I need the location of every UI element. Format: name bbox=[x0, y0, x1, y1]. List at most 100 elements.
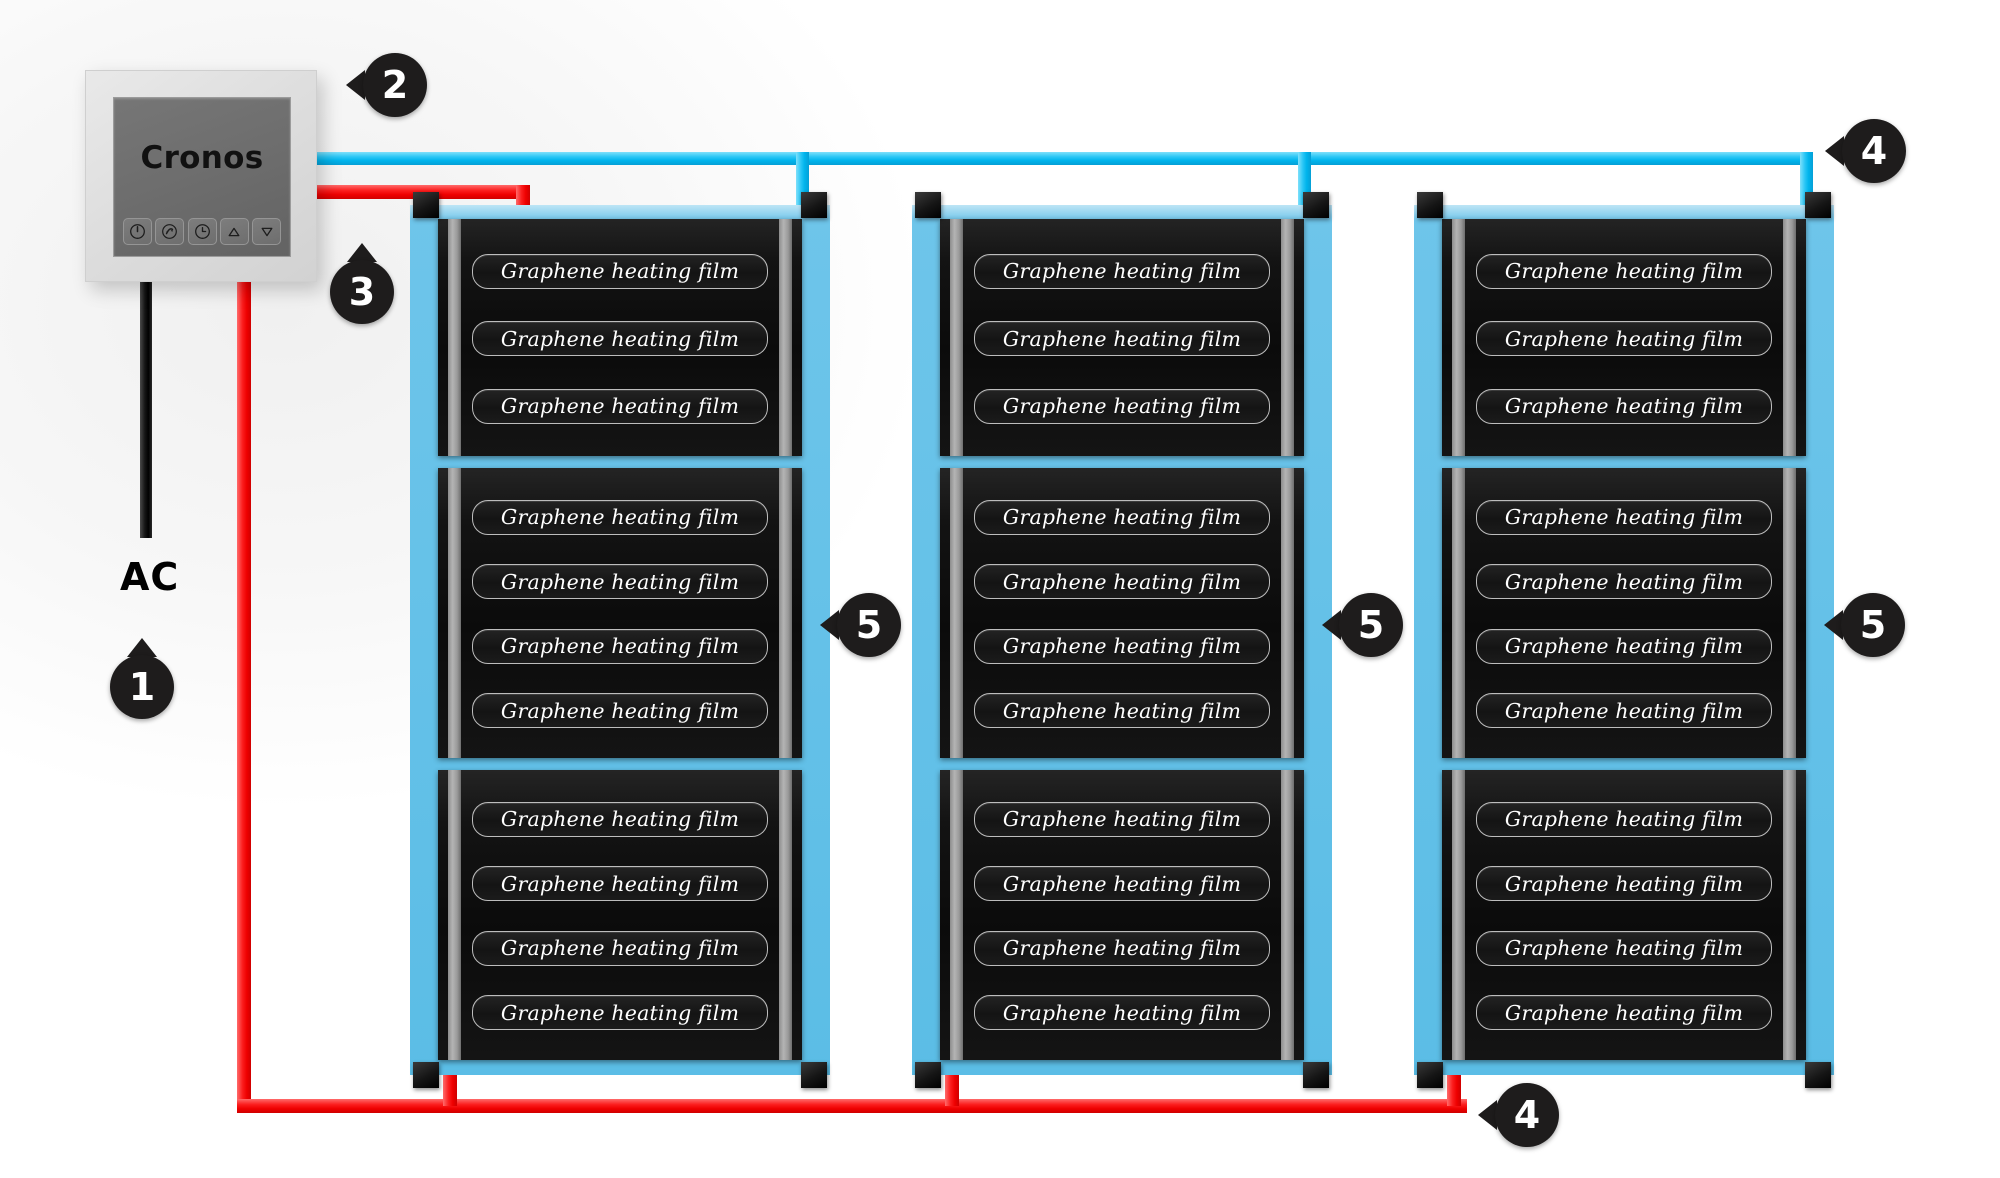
graphene-heating-film: Graphene heating film bbox=[974, 388, 1270, 424]
film-label: Graphene heating film bbox=[500, 698, 740, 723]
film-label: Graphene heating film bbox=[1504, 505, 1744, 530]
graphene-heating-film: Graphene heating film bbox=[472, 801, 768, 837]
terminal-bottom-left bbox=[413, 1062, 439, 1088]
marker-pointer-icon bbox=[820, 610, 839, 640]
terminal-top-left bbox=[915, 192, 941, 218]
ac-supply-label: AC bbox=[120, 555, 180, 599]
increase-button[interactable] bbox=[219, 218, 249, 245]
graphene-heating-film: Graphene heating film bbox=[472, 499, 768, 535]
marker-number: 1 bbox=[128, 665, 156, 709]
red-wire-bottom-horizontal bbox=[237, 1099, 1467, 1113]
terminal-bottom-right bbox=[801, 1062, 827, 1088]
film-label: Graphene heating film bbox=[1002, 807, 1242, 832]
bus-bar-left bbox=[950, 770, 963, 1060]
film-label: Graphene heating film bbox=[500, 871, 740, 896]
film-label: Graphene heating film bbox=[500, 634, 740, 659]
callout-marker-5-b: 5 bbox=[1322, 593, 1403, 657]
film-label: Graphene heating film bbox=[500, 807, 740, 832]
callout-marker-4-bottom: 4 bbox=[1478, 1083, 1559, 1147]
film-label: Graphene heating film bbox=[500, 936, 740, 961]
marker-pointer-icon bbox=[1825, 136, 1844, 166]
film-label: Graphene heating film bbox=[1504, 871, 1744, 896]
bus-bar-right bbox=[779, 468, 792, 758]
terminal-top-left bbox=[413, 192, 439, 218]
bus-bar-left bbox=[448, 219, 461, 456]
callout-marker-1: 1 bbox=[110, 638, 174, 719]
film-label: Graphene heating film bbox=[1504, 569, 1744, 594]
terminal-top-right bbox=[801, 192, 827, 218]
bus-bar-right bbox=[1281, 468, 1294, 758]
graphene-heating-film: Graphene heating film bbox=[1476, 321, 1772, 356]
marker-pointer-icon bbox=[1322, 610, 1341, 640]
graphene-heating-film: Graphene heating film bbox=[974, 499, 1270, 535]
graphene-heating-film: Graphene heating film bbox=[472, 693, 768, 729]
bus-bar-right bbox=[1281, 770, 1294, 1060]
graphene-heating-film: Graphene heating film bbox=[974, 564, 1270, 600]
bus-bar-right bbox=[1783, 770, 1796, 1060]
cycle-icon bbox=[161, 223, 178, 240]
marker-number: 5 bbox=[1859, 603, 1887, 647]
mode-button[interactable] bbox=[155, 218, 185, 245]
timer-button[interactable] bbox=[187, 218, 217, 245]
callout-marker-2: 2 bbox=[346, 53, 427, 117]
thermostat-brand-label: Cronos bbox=[140, 140, 264, 176]
black-ac-cable bbox=[140, 278, 152, 538]
terminal-top-left bbox=[1417, 192, 1443, 218]
bus-bar-left bbox=[1452, 770, 1465, 1060]
callout-marker-5-c: 5 bbox=[1824, 593, 1905, 657]
graphene-heating-film: Graphene heating film bbox=[472, 628, 768, 664]
graphene-heating-film: Graphene heating film bbox=[1476, 253, 1772, 289]
film-label: Graphene heating film bbox=[1002, 634, 1242, 659]
callout-marker-4-top: 4 bbox=[1825, 119, 1906, 183]
callout-marker-3: 3 bbox=[330, 243, 394, 324]
bus-bar-right bbox=[1783, 219, 1796, 456]
graphene-heating-film: Graphene heating film bbox=[974, 866, 1270, 902]
callout-marker-5-a: 5 bbox=[820, 593, 901, 657]
film-label: Graphene heating film bbox=[1002, 936, 1242, 961]
marker-number: 2 bbox=[381, 63, 409, 107]
terminal-top-right bbox=[1805, 192, 1831, 218]
terminal-bottom-right bbox=[1805, 1062, 1831, 1088]
graphene-heating-film: Graphene heating film bbox=[472, 564, 768, 600]
marker-pointer-icon bbox=[346, 70, 365, 100]
graphene-heating-film: Graphene heating film bbox=[472, 866, 768, 902]
bus-bar-left bbox=[448, 468, 461, 758]
film-label: Graphene heating film bbox=[1002, 259, 1242, 283]
graphene-heating-film: Graphene heating film bbox=[472, 995, 768, 1031]
graphene-heating-film: Graphene heating film bbox=[1476, 499, 1772, 535]
graphene-heating-film: Graphene heating film bbox=[974, 995, 1270, 1031]
film-label: Graphene heating film bbox=[1002, 698, 1242, 723]
bus-bar-left bbox=[1452, 219, 1465, 456]
marker-number: 5 bbox=[1357, 603, 1385, 647]
bus-bar-left bbox=[1452, 468, 1465, 758]
graphene-heating-film: Graphene heating film bbox=[1476, 995, 1772, 1031]
bus-bar-right bbox=[779, 219, 792, 456]
graphene-heating-film: Graphene heating film bbox=[472, 388, 768, 424]
bus-bar-left bbox=[950, 468, 963, 758]
terminal-bottom-left bbox=[1417, 1062, 1443, 1088]
terminal-top-right bbox=[1303, 192, 1329, 218]
graphene-heating-film: Graphene heating film bbox=[1476, 930, 1772, 966]
decrease-button[interactable] bbox=[252, 218, 281, 245]
thermostat-cronos[interactable]: Cronos bbox=[85, 70, 317, 282]
film-label: Graphene heating film bbox=[500, 326, 740, 351]
graphene-heating-film: Graphene heating film bbox=[1476, 693, 1772, 729]
film-label: Graphene heating film bbox=[500, 394, 740, 418]
thermostat-display: Cronos bbox=[113, 97, 291, 257]
bus-bar-left bbox=[448, 770, 461, 1060]
power-button[interactable] bbox=[123, 218, 152, 245]
bus-bar-right bbox=[1281, 219, 1294, 456]
graphene-heating-film: Graphene heating film bbox=[974, 321, 1270, 356]
graphene-heating-film: Graphene heating film bbox=[974, 628, 1270, 664]
graphene-heating-film: Graphene heating film bbox=[974, 930, 1270, 966]
film-label: Graphene heating film bbox=[1504, 807, 1744, 832]
graphene-heating-film: Graphene heating film bbox=[472, 253, 768, 289]
film-label: Graphene heating film bbox=[1002, 505, 1242, 530]
terminal-bottom-left bbox=[915, 1062, 941, 1088]
